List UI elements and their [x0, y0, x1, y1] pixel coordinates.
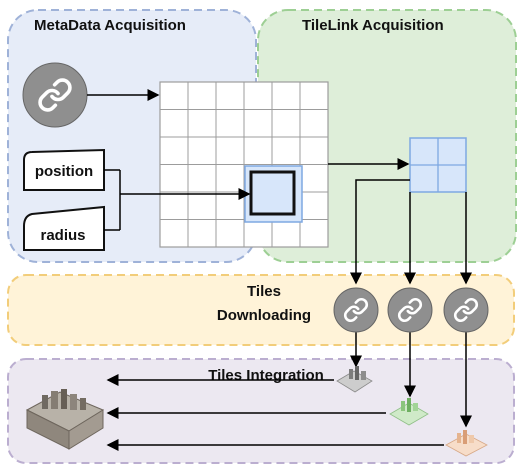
grid-cell: [299, 81, 329, 110]
download-link-icon-1: [333, 287, 379, 333]
grid-cell: [299, 219, 329, 248]
grid-cell: [187, 109, 217, 138]
grid-cell: [215, 136, 245, 165]
downloaded-tile-3: [445, 430, 488, 457]
grid-cell: [215, 109, 245, 138]
tile1-building-b: [355, 366, 359, 380]
tile2-building-c: [413, 403, 418, 411]
merged-building-d: [70, 394, 77, 410]
merged-building-e: [80, 398, 86, 410]
tile3-building-c: [469, 435, 474, 443]
grid-cell: [187, 191, 217, 220]
radius-label: radius: [40, 227, 85, 244]
grid-cell: [187, 136, 217, 165]
grid-cell: [299, 164, 329, 193]
download-icons: [333, 287, 489, 333]
grid-cell: [187, 219, 217, 248]
grid-cell: [243, 136, 273, 165]
downloading-title-line1: Tiles: [247, 283, 281, 300]
result-to-link1-arrow: [350, 179, 410, 285]
tile-grid: [159, 81, 329, 248]
download-link-icon-2: [387, 287, 433, 333]
grid-cell: [299, 109, 329, 138]
integration-title: Tiles Integration: [208, 367, 324, 384]
result-grid: [409, 137, 467, 193]
input-cards: position radius: [23, 148, 105, 251]
grid-cell: [271, 81, 301, 110]
tile2-building-b: [407, 398, 411, 412]
grid-cell: [299, 191, 329, 220]
grid-cell: [243, 109, 273, 138]
grid-cell: [215, 81, 245, 110]
grid-cell: [215, 191, 245, 220]
tile1-building-a: [349, 369, 353, 379]
tile3-building-a: [457, 433, 461, 443]
grid-cell: [159, 136, 189, 165]
merged-tile-right: [68, 409, 104, 450]
metadata-link-icon: [22, 62, 88, 128]
downloaded-tile-1: [336, 366, 373, 393]
download-link-circle-1: [333, 287, 379, 333]
grid-cell: [159, 81, 189, 110]
tile3-building-b: [463, 430, 467, 444]
merged-building-c: [61, 389, 67, 409]
grid-cell: [299, 136, 329, 165]
grid-cell: [159, 164, 189, 193]
tile-models: [25, 366, 488, 457]
grid-cell: [187, 81, 217, 110]
grid-cell: [159, 219, 189, 248]
grid-cell: [159, 191, 189, 220]
download-link-circle-3: [443, 287, 489, 333]
grid-cell: [215, 219, 245, 248]
downloaded-tile-2: [389, 398, 429, 426]
downloading-title-line2: Downloading: [217, 307, 311, 324]
position-label: position: [35, 163, 93, 180]
grid-selection-box: [249, 170, 296, 216]
merged-city-tile: [25, 389, 105, 450]
tilelink-title: TileLink Acquisition: [302, 17, 444, 34]
download-link-circle-2: [387, 287, 433, 333]
grid-cell: [187, 164, 217, 193]
merged-building-a: [42, 395, 48, 409]
grid-cell: [159, 109, 189, 138]
grid-cell: [271, 109, 301, 138]
grid-cell: [243, 219, 273, 248]
downloading-panel: [7, 274, 515, 346]
merged-building-b: [51, 391, 58, 409]
tile2-building-a: [401, 401, 405, 411]
grid-cell: [215, 164, 245, 193]
connectors: [87, 89, 472, 451]
grid-cell: [271, 136, 301, 165]
download-link-icon-3: [443, 287, 489, 333]
grid-cell: [243, 81, 273, 110]
metadata-title: MetaData Acquisition: [34, 17, 186, 34]
position-card: [23, 148, 105, 191]
radius-card: [23, 205, 105, 251]
tile1-building-c: [361, 371, 366, 380]
integration-panel: [7, 358, 515, 464]
grid-cell: [271, 219, 301, 248]
metadata-link-circle: [22, 62, 88, 128]
